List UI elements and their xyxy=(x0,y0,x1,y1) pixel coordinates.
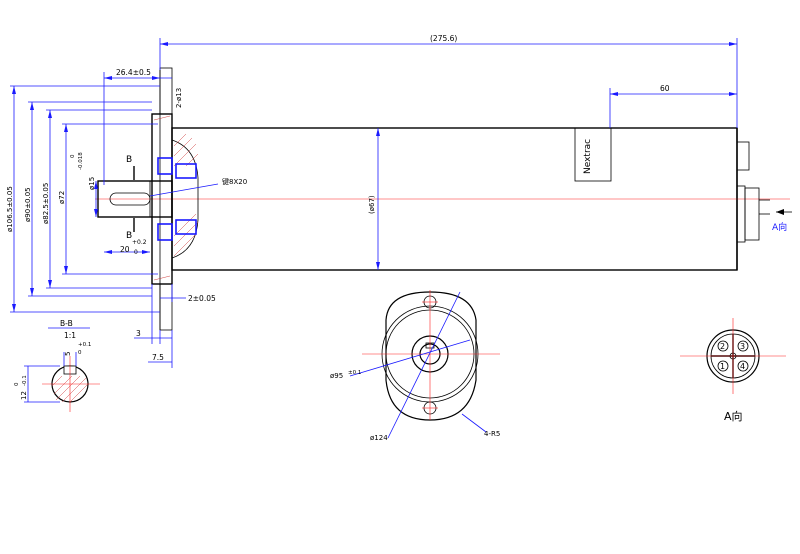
dim-d4-text: ø72 xyxy=(58,191,66,204)
rear-cable-gland xyxy=(736,141,750,171)
dim-d5-tol-lower: -0.018 xyxy=(78,152,84,170)
dim-75-text: 7.5 xyxy=(152,353,164,362)
dim-d2-text: ø90±0.05 xyxy=(24,187,32,222)
face-d2-text: ø124 xyxy=(370,434,388,442)
flange-ear-top xyxy=(159,67,173,115)
dim-shaft-length-text: 20 xyxy=(120,245,130,254)
dim-flange-thk xyxy=(160,284,186,302)
brand-label: Nextrac xyxy=(583,139,593,174)
output-shaft xyxy=(97,180,173,218)
section-key-height: 12 xyxy=(20,391,28,400)
dim-flange-offset xyxy=(103,72,172,185)
section-bb-view xyxy=(24,352,100,412)
dim-bolt-hole-text: 2-ø13 xyxy=(175,88,183,108)
connector-pin-3: 3 xyxy=(740,342,745,351)
connector-pin-4: 4 xyxy=(740,362,745,371)
section-marker-top: B xyxy=(126,155,132,165)
front-face-view xyxy=(362,290,500,421)
face-d1-tol: ±0.1 xyxy=(348,370,361,376)
dim-overall-length xyxy=(159,38,738,128)
section-scale: 1:1 xyxy=(64,331,76,340)
dim-diameter-stack xyxy=(10,85,160,313)
dim-shaft-length-tol-upper: +0.2 xyxy=(132,239,147,246)
dim-shaft-length xyxy=(104,250,150,254)
dim-d5-text: ø15 xyxy=(88,177,96,190)
view-a-arrow xyxy=(776,209,792,215)
rear-boss xyxy=(736,185,746,243)
dim-tube-diameter xyxy=(376,128,380,270)
bearing-inner-bottom xyxy=(175,219,197,235)
bearing-top xyxy=(157,157,173,175)
rear-connector xyxy=(744,187,760,241)
section-key-width-tol-lower: 0 xyxy=(78,350,82,356)
end-cap-hatch xyxy=(153,115,199,281)
bearing-inner-top xyxy=(175,163,197,179)
section-title: B-B xyxy=(60,319,73,328)
dim-d5-tol-upper: 0 xyxy=(70,154,76,158)
key-note-text: 键8X20 xyxy=(222,177,247,186)
section-marker-bottom: B xyxy=(126,231,132,241)
face-d1-leader xyxy=(349,339,471,377)
dim-tube-diameter-text: (ø67) xyxy=(368,195,376,214)
face-d2-leader xyxy=(387,291,461,439)
dim-flange-offset-text: 26.4±0.5 xyxy=(116,68,151,77)
dim-overall-length-text: (275.6) xyxy=(430,34,457,43)
dim-flange-thk-text: 2±0.05 xyxy=(188,294,216,303)
view-a-title: A向 xyxy=(724,409,743,423)
section-key-height-tol-lower: -0.1 xyxy=(22,375,28,386)
dim-3-text: 3 xyxy=(136,329,141,338)
key-note-leader xyxy=(149,183,219,197)
section-key-width: 5 xyxy=(64,352,72,356)
face-r-text: 4-R5 xyxy=(484,430,500,438)
flange-ear-bottom xyxy=(159,283,173,331)
dim-shaft-length-tol-lower: 0 xyxy=(134,249,138,256)
connector-pin-1: 1 xyxy=(720,362,725,371)
section-key-height-tol-upper: 0 xyxy=(14,382,20,386)
connector-view xyxy=(680,318,786,394)
bearing-bottom xyxy=(157,223,173,241)
dim-brand-offset-text: 60 xyxy=(660,84,670,93)
face-r-leader xyxy=(461,413,487,433)
end-cap-section xyxy=(171,139,199,259)
section-key-width-tol-upper: +0.1 xyxy=(78,342,91,348)
dim-d1-text: ø106.5±0.05 xyxy=(6,186,14,232)
dim-brand-offset xyxy=(609,88,737,128)
face-d1-text: ø95 xyxy=(330,372,343,380)
view-a-arrow-label: A向 xyxy=(772,221,787,233)
connector-pin-2: 2 xyxy=(720,342,725,351)
dim-3 xyxy=(134,284,172,344)
dim-75 xyxy=(148,330,173,368)
dim-d3-text: ø82.5±0.05 xyxy=(42,183,50,224)
brand-label-box xyxy=(574,127,612,182)
